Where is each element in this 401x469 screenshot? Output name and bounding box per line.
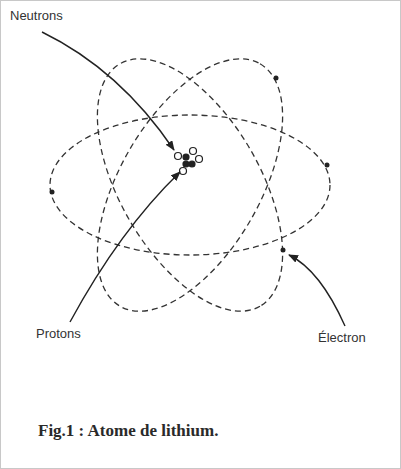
proton (189, 161, 195, 167)
leader-lines (42, 32, 345, 326)
part-label: Neutrons (10, 8, 63, 24)
electron-dot (281, 248, 286, 253)
electrons (50, 76, 330, 253)
leader-line (42, 32, 174, 150)
nucleus (175, 148, 203, 175)
orbit (59, 29, 320, 341)
electron-orbits (50, 29, 330, 341)
neutron (180, 168, 187, 175)
electron-dot (325, 163, 330, 168)
leader-line (289, 255, 345, 326)
leader-line (70, 172, 180, 322)
orbit (59, 29, 320, 341)
part-label: Électron (318, 330, 366, 346)
proton (183, 161, 189, 167)
figure-caption: Fig.1 : Atome de lithium. (38, 421, 218, 441)
electron-dot (274, 76, 279, 81)
neutron (190, 148, 197, 155)
electron-dot (50, 190, 55, 195)
orbit (50, 115, 330, 255)
neutron (175, 153, 182, 160)
part-label: Protons (36, 326, 81, 342)
neutron (196, 156, 203, 163)
proton (183, 154, 189, 160)
